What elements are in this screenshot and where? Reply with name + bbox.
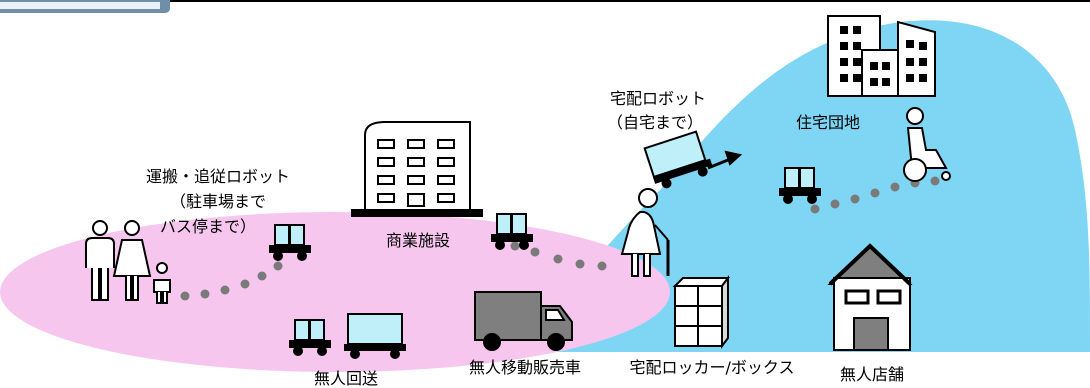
carry-robot-icon	[269, 224, 311, 261]
label-carry-robot-2: （駐車場まで	[170, 192, 266, 211]
delivery-robot-icon	[643, 130, 743, 189]
label-delivery-robot-2: （自宅まで）	[607, 113, 703, 132]
label-delivery-robot-1: 宅配ロボット	[610, 89, 706, 108]
commercial-building-icon	[351, 121, 483, 217]
elderly-woman-icon	[620, 188, 670, 277]
wheelchair-person-icon	[903, 107, 951, 182]
unmanned-return-robots-icon	[289, 313, 406, 359]
label-unmanned-store: 無人店舗	[840, 365, 904, 384]
label-carry-robot-1: 運搬・追従ロボット	[146, 167, 290, 186]
label-mobile-sales: 無人移動販売車	[469, 358, 581, 377]
label-locker: 宅配ロッカー/ボックス	[630, 358, 795, 377]
corner-tab-inner	[0, 2, 160, 9]
housing-robot-icon	[779, 167, 821, 204]
mobile-sales-truck-icon	[474, 291, 573, 351]
label-carry-robot-3: バス停まで）	[160, 217, 256, 236]
commercial-robot-icon	[491, 213, 533, 250]
apartment-buildings-icon	[827, 15, 936, 97]
route-dots	[180, 176, 940, 301]
family-icon	[85, 220, 171, 304]
label-unmanned-return: 無人回送	[314, 369, 378, 388]
label-commercial: 商業施設	[386, 231, 450, 250]
label-housing: 住宅団地	[796, 113, 860, 132]
unmanned-store-icon	[827, 243, 913, 351]
locker-icon	[672, 275, 730, 349]
